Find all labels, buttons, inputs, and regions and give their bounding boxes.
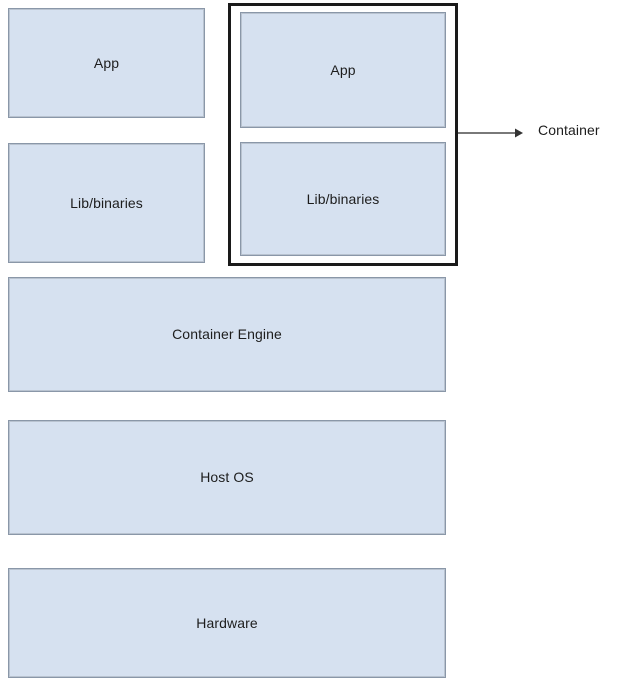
- container-callout-label: Container: [538, 122, 600, 138]
- node-host-os[interactable]: Host OS: [8, 420, 446, 535]
- node-app-left-label: App: [93, 54, 120, 71]
- node-app-container-label: App: [330, 61, 356, 78]
- node-app-container[interactable]: App: [240, 12, 446, 128]
- node-app-left[interactable]: App: [8, 8, 205, 118]
- node-lib-binaries-container[interactable]: Lib/binaries: [240, 142, 446, 256]
- container-callout-arrow-icon: [458, 128, 523, 138]
- node-lib-binaries-left-label: Lib/binaries: [70, 194, 143, 211]
- node-lib-binaries-container-label: Lib/binaries: [306, 190, 380, 207]
- node-hardware-label: Hardware: [196, 614, 258, 631]
- node-hardware[interactable]: Hardware: [8, 568, 446, 678]
- node-container-engine[interactable]: Container Engine: [8, 277, 446, 392]
- node-host-os-label: Host OS: [200, 469, 254, 486]
- node-container-engine-label: Container Engine: [172, 326, 282, 343]
- node-lib-binaries-left[interactable]: Lib/binaries: [8, 143, 205, 263]
